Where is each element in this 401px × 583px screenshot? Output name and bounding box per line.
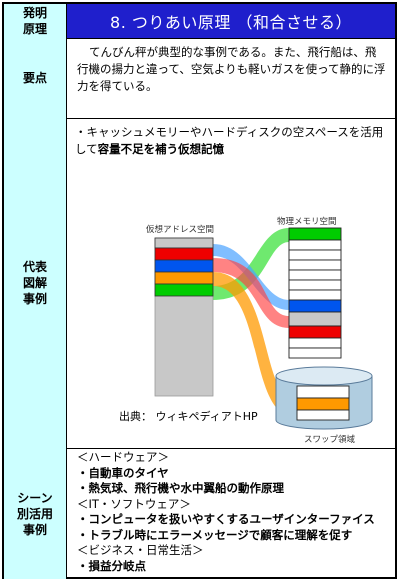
scene-content: ＜ハードウェア＞ ・自動車のタイヤ ・熱気球、飛行機や水中翼船の動作原理 ＜IT… — [67, 448, 395, 579]
physical-space-label: 物理メモリ空間 — [277, 216, 337, 227]
scene-row: シーン 別活用 事例 ＜ハードウェア＞ ・自動車のタイヤ ・熱気球、飛行機や水中… — [4, 448, 395, 579]
physical-block — [288, 259, 342, 271]
physical-block-green — [288, 227, 342, 241]
scene-item: ・自動車のタイヤ — [77, 465, 169, 480]
swap-block-orange — [296, 397, 350, 411]
scene-heading: ＜ハードウェア＞ — [77, 450, 169, 464]
ribbon-orange — [213, 272, 293, 416]
physical-block-gray — [288, 311, 342, 327]
virtual-space-label: 仮想アドレス空間 — [146, 224, 214, 235]
scene-item: ・トラブル時にエラーメッセージで顧客に理解を促す — [77, 527, 353, 542]
scene-item: ・コンピュータを扱いやすくするユーザインターファイス — [77, 512, 375, 526]
ribbon-red — [213, 258, 289, 328]
point-row: 要点 てんびん秤が典型的な事例である。また、飛行船は、飛行機の揚力と違って、空気… — [4, 38, 395, 119]
principle-title: 8. つりあい原理 （和合させる） — [67, 4, 395, 38]
physical-block-blue — [288, 299, 342, 313]
scene-heading: ＜ビジネス・日常生活＞ — [77, 543, 204, 557]
physical-block — [288, 249, 342, 261]
physical-block — [288, 269, 342, 281]
virtual-block-gray — [154, 237, 214, 249]
scene-list: ＜ハードウェア＞ ・自動車のタイヤ ・熱気球、飛行機や水中翼船の動作原理 ＜IT… — [77, 450, 375, 574]
virtual-block-green — [154, 283, 214, 297]
scene-heading: ＜IT・ソフトウェア＞ — [77, 496, 191, 511]
physical-block — [288, 279, 342, 291]
swap-block — [296, 409, 350, 421]
example-text: ・キャッシュメモリーやハードディスクの空スペースを活用して容量不足を補う仮想記憶 — [75, 124, 393, 158]
example-text-emphasis: 容量不足を補う仮想記憶 — [97, 142, 225, 156]
point-text: てんびん秤が典型的な事例である。また、飛行船は、飛行機の揚力と違って、空気よりも… — [77, 45, 386, 93]
swap-block — [296, 385, 350, 399]
virtual-block-orange — [154, 271, 214, 285]
scene-item: ・損益分岐点 — [77, 558, 146, 573]
example-row: 代表 図解 事例 ・キャッシュメモリーやハードディスクの空スペースを活用して容量… — [4, 118, 395, 449]
principle-card: 発明 原理 8. つりあい原理 （和合させる） 要点 てんびん秤が典型的な事例で… — [2, 2, 397, 579]
swap-disk: スワップ領域 — [275, 366, 373, 445]
virtual-block-red — [154, 247, 214, 261]
diagram-source: 出典： ウィキペディアトHP — [119, 409, 258, 423]
swap-disk-top — [275, 366, 373, 386]
example-content: ・キャッシュメモリーやハードディスクの空スペースを活用して容量不足を補う仮想記憶… — [67, 118, 395, 448]
title-row: 発明 原理 8. つりあい原理 （和合させる） — [4, 4, 395, 39]
physical-block — [288, 347, 342, 359]
point-row-label: 要点 — [4, 38, 67, 118]
virtual-block-blue — [154, 259, 214, 273]
physical-block — [288, 337, 342, 349]
physical-block-red — [288, 325, 342, 339]
swap-area-label: スワップ領域 — [304, 434, 356, 445]
physical-block — [288, 239, 342, 251]
physical-memory — [288, 227, 342, 359]
scene-row-label: シーン 別活用 事例 — [4, 448, 67, 579]
scene-item: ・熱気球、飛行機や水中翼船の動作原理 — [77, 481, 284, 495]
title-row-label: 発明 原理 — [4, 4, 67, 38]
example-row-label: 代表 図解 事例 — [4, 118, 67, 448]
physical-block — [288, 289, 342, 301]
virtual-memory-diagram: 仮想アドレス空間 物理メモリ空間 — [119, 216, 373, 445]
example-text-prefix: ・キャッシュメモリーやハードディスクの空スペースを活用して — [75, 125, 384, 156]
